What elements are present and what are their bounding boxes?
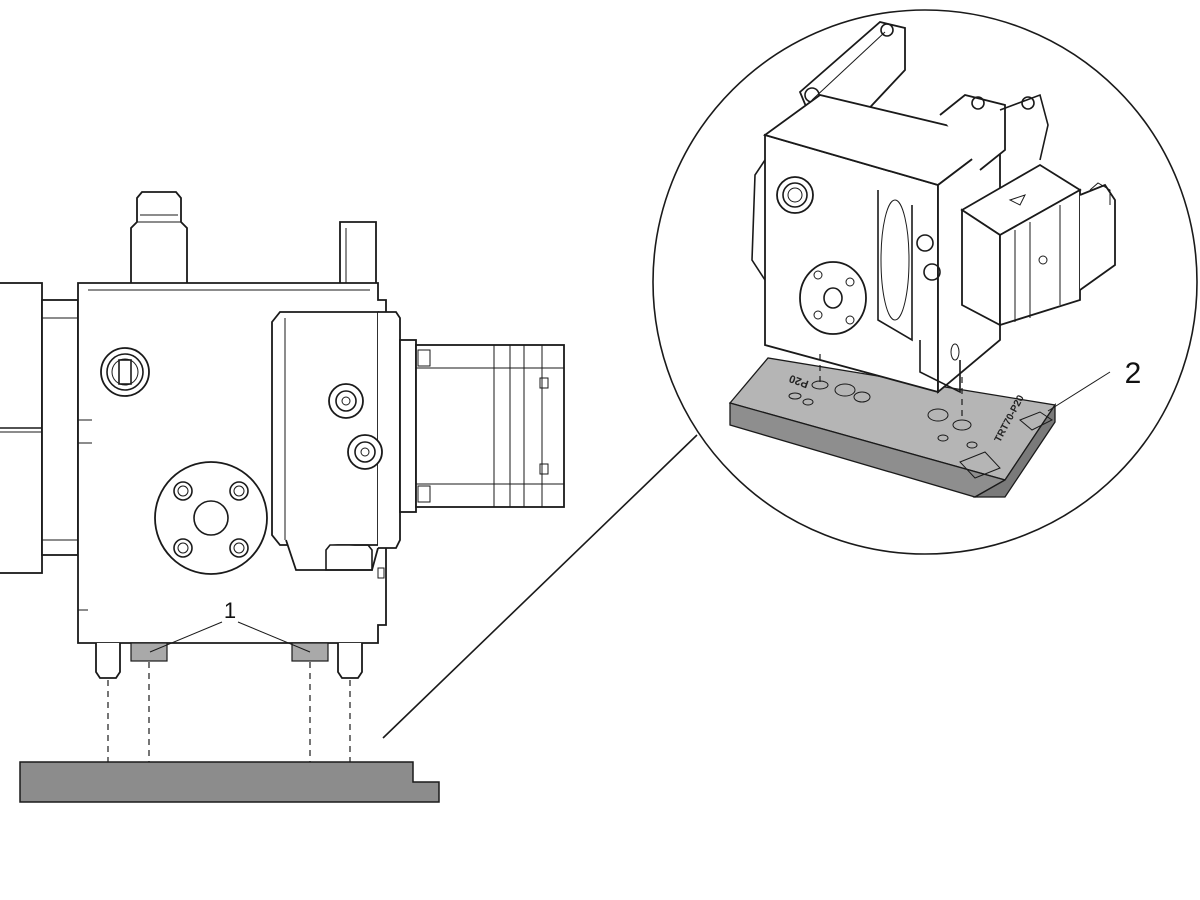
detail-leader-line	[382, 434, 698, 739]
locating-pins	[95, 642, 363, 679]
adapter-plate-side	[19, 761, 440, 803]
side-view-assembly: 1	[0, 191, 565, 803]
callout-1: 1	[149, 598, 311, 653]
callout-1-label: 1	[224, 598, 236, 623]
gearbox-cover	[271, 311, 401, 579]
callout-2: 2	[1047, 357, 1142, 412]
stepper-motor	[399, 339, 565, 513]
adapter-plate-iso: P20 TRT70-P20	[728, 357, 1057, 498]
unit-iso	[751, 21, 1116, 420]
top-boss	[130, 191, 377, 283]
sight-glass-plug	[100, 347, 150, 397]
left-motor-housing	[0, 282, 79, 574]
pin-bushing-left	[130, 642, 168, 662]
callout-2-label: 2	[1125, 357, 1142, 390]
grease-fittings	[328, 383, 383, 470]
alignment-lines	[107, 662, 351, 762]
detail-view: P20 TRT70-P20	[652, 9, 1198, 555]
bolt-flange	[154, 461, 268, 575]
